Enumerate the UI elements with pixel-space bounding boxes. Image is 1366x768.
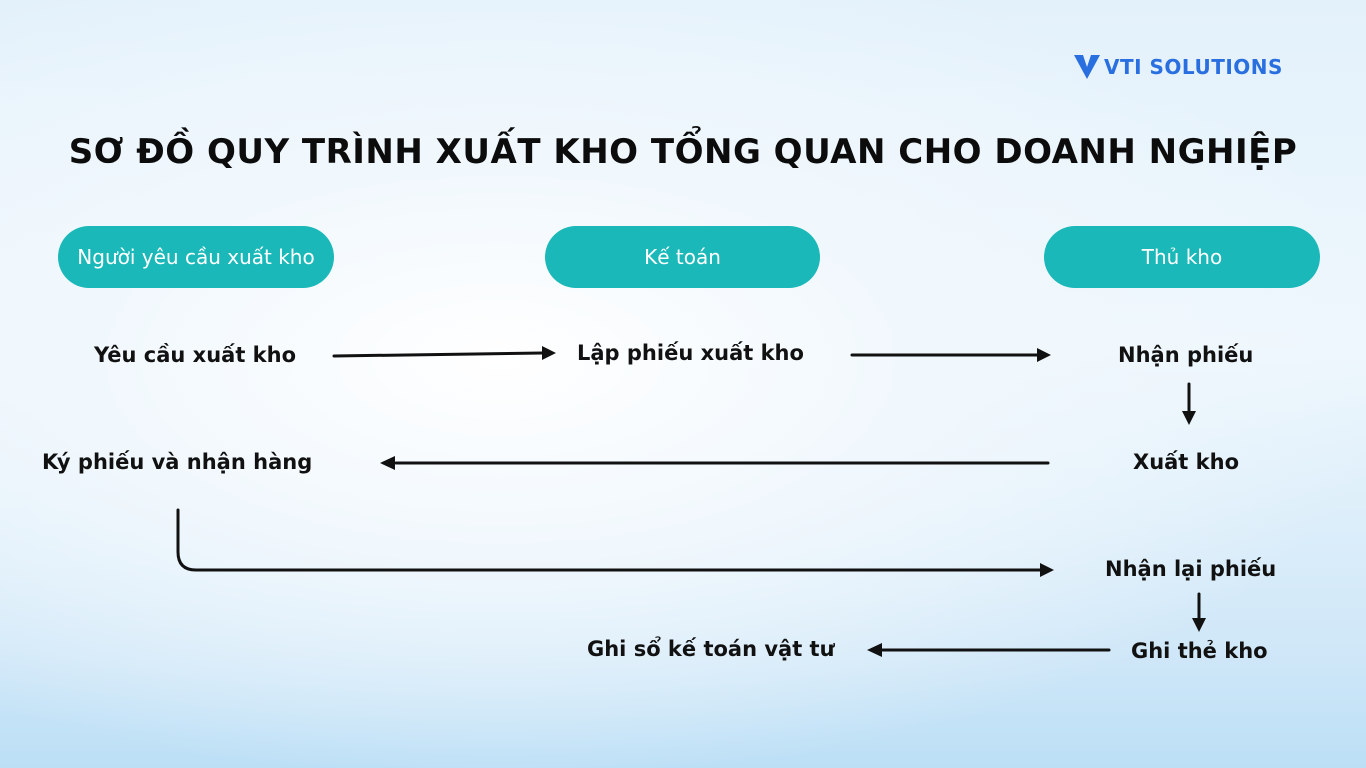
step-issue: Xuất kho [1133, 450, 1240, 474]
step-record-ledger: Ghi sổ kế toán vật tư [587, 637, 835, 661]
arrow-request-to-create-slip [332, 351, 544, 358]
arrowhead-create-slip [542, 346, 556, 360]
brand-name: VTI SOLUTIONS [1104, 55, 1283, 79]
step-receive-slip-back: Nhận lại phiếu [1105, 557, 1277, 581]
arrowhead-record-ledger [867, 643, 882, 657]
lane-accountant-label: Kế toán [644, 245, 721, 269]
step-receive-slip: Nhận phiếu [1118, 343, 1254, 367]
step-request: Yêu cầu xuất kho [94, 343, 297, 367]
lane-requester-label: Người yêu cầu xuất kho [77, 245, 315, 269]
page-title: SƠ ĐỒ QUY TRÌNH XUẤT KHO TỔNG QUAN CHO D… [68, 132, 1298, 172]
step-record-card: Ghi thẻ kho [1131, 639, 1268, 663]
lane-accountant: Kế toán [545, 226, 820, 288]
arrowhead-record-card [1192, 618, 1206, 632]
arrowhead-sign-receive [380, 456, 395, 470]
arrowhead-receive-slip [1037, 348, 1051, 362]
lane-storekeeper-label: Thủ kho [1141, 245, 1223, 269]
lane-requester: Người yêu cầu xuất kho [58, 226, 334, 288]
vti-logo-icon [1074, 55, 1100, 79]
step-create-slip: Lập phiếu xuất kho [577, 341, 804, 365]
arrowhead-receive-slip-back [1040, 563, 1054, 577]
arrowhead-issue [1182, 411, 1196, 425]
arrow-sign-receive-to-receive-slip-back [176, 508, 1042, 572]
step-sign-receive: Ký phiếu và nhận hàng [42, 450, 313, 474]
lane-storekeeper: Thủ kho [1044, 226, 1320, 288]
brand-logo: VTI SOLUTIONS [1074, 52, 1283, 82]
